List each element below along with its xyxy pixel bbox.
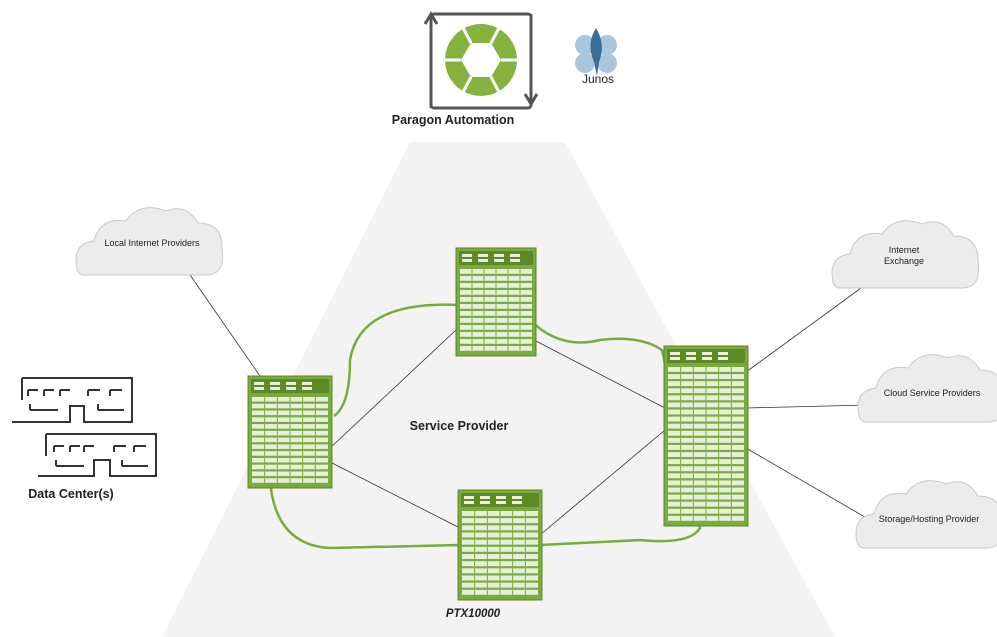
router-model-label: PTX10000 <box>446 608 501 620</box>
storage-label: Storage/Hosting Provider <box>879 514 980 524</box>
links <box>187 271 873 536</box>
local-isp-label: Local Internet Providers <box>104 238 200 248</box>
building-icon <box>12 377 133 423</box>
building-icon <box>38 433 157 477</box>
link-top-right <box>533 339 666 409</box>
service-provider-label: Service Provider <box>410 419 509 433</box>
router-chassis-icon <box>663 345 749 527</box>
link-right-cloud <box>745 404 869 409</box>
ix-label-line1: Internet <box>889 245 920 255</box>
link-right-ix <box>745 279 873 373</box>
link-bottom-right <box>539 429 666 536</box>
ix-label-line2: Exchange <box>884 256 924 266</box>
link-left-top <box>329 329 457 449</box>
junos-leaf-icon <box>575 28 617 76</box>
router-chassis-icon <box>247 375 333 489</box>
automation-cycle-icon <box>423 11 539 110</box>
paragon-label: Paragon Automation <box>392 113 514 127</box>
link-right-storage <box>745 447 871 521</box>
link-left-bottom <box>329 461 461 529</box>
junos-label: Junos <box>582 72 614 86</box>
link-isp-left <box>187 271 261 377</box>
cloud-sp-label: Cloud Service Providers <box>884 388 981 398</box>
router-chassis-icon <box>457 489 543 601</box>
datacenter-label: Data Center(s) <box>28 487 113 501</box>
router-chassis-icon <box>455 247 537 357</box>
